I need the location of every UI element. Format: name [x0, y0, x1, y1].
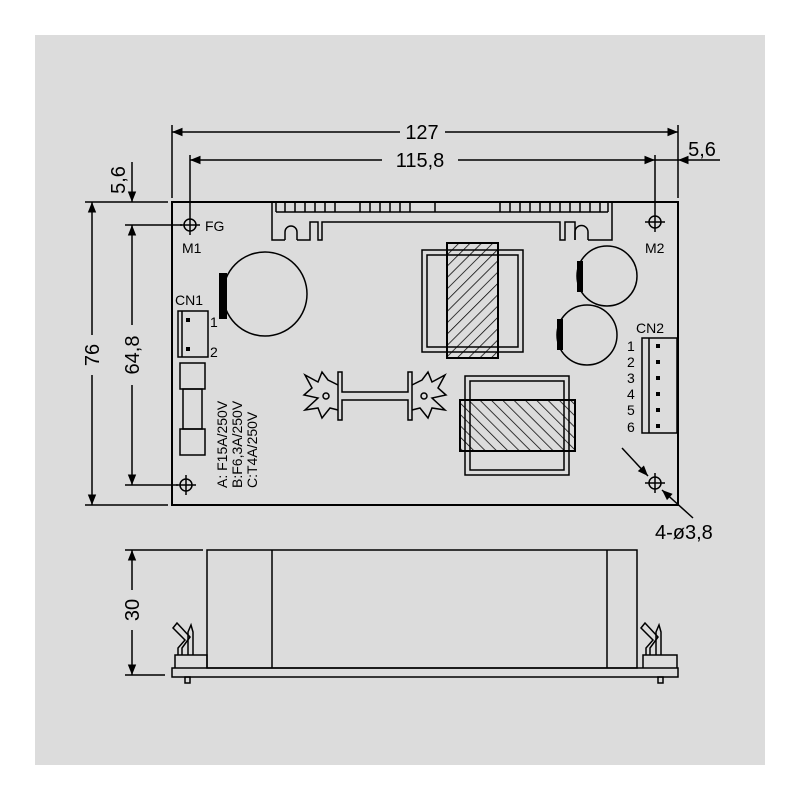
capacitor-large	[219, 251, 308, 337]
fuse	[179, 362, 206, 456]
dim-76-label: 76	[82, 344, 104, 366]
cn2-pin-4: 4	[627, 386, 635, 402]
cn2-pin-labels: 1 2 3 4 5 6	[627, 338, 635, 435]
connector-cn1[interactable]	[177, 310, 209, 358]
mounting-hole-m2	[645, 212, 665, 232]
mounting-hole-bottom-right	[645, 473, 665, 493]
fuse-rating-a: A: F15A/250V	[214, 400, 230, 488]
mounting-hole-bottom-left	[176, 475, 196, 495]
hole-spec-label: 4-ø3,8	[655, 522, 713, 544]
side-view	[171, 549, 679, 684]
cn1-pin-1: 1	[210, 314, 218, 330]
cn1-pin-2: 2	[210, 344, 218, 360]
cn2-pin-2: 2	[627, 354, 635, 370]
fuse-rating-c: C:T4A/250V	[244, 411, 260, 488]
fg-label: FG	[205, 218, 224, 234]
cn2-pin-6: 6	[627, 419, 635, 435]
cn2-pin-1: 1	[627, 338, 635, 354]
hole-spec-leader	[621, 447, 694, 519]
capacitor-upper-right	[576, 245, 638, 307]
capacitor-lower-right	[556, 304, 618, 366]
transformer-horizontal	[459, 375, 576, 476]
fuse-rating-b: B:F6,3A/250V	[229, 400, 245, 488]
dimension-hole-spacing-width: 115,8	[189, 150, 656, 215]
dimension-side-height: 30	[122, 549, 203, 676]
cn2-pin-3: 3	[627, 370, 635, 386]
dimension-top-offset: 5,6	[108, 162, 137, 202]
connector-cn2[interactable]	[641, 337, 678, 434]
dimension-overall-height: 76	[82, 201, 168, 506]
dim-127-label: 127	[405, 122, 438, 144]
mounting-hole-m1	[180, 215, 200, 235]
cn2-label: CN2	[636, 320, 664, 336]
heatsink-pair	[302, 370, 448, 421]
m1-label: M1	[182, 240, 202, 256]
dim-64-8-label: 64,8	[122, 336, 144, 375]
dimension-right-offset: 5,6	[655, 139, 720, 165]
dimension-hole-spacing-height: 64,8	[122, 224, 182, 486]
pcb-outline	[171, 201, 679, 506]
top-heatsink-strip	[271, 202, 613, 241]
dim-5-6-top-label: 5,6	[108, 166, 130, 194]
cn1-label: CN1	[175, 292, 203, 308]
transformer-vertical	[421, 242, 524, 359]
dim-5-6-right-label: 5,6	[688, 139, 716, 161]
dim-30-label: 30	[122, 599, 144, 621]
m2-label: M2	[645, 240, 665, 256]
cn2-pin-5: 5	[627, 402, 635, 418]
dim-115-8-label: 115,8	[396, 150, 445, 172]
